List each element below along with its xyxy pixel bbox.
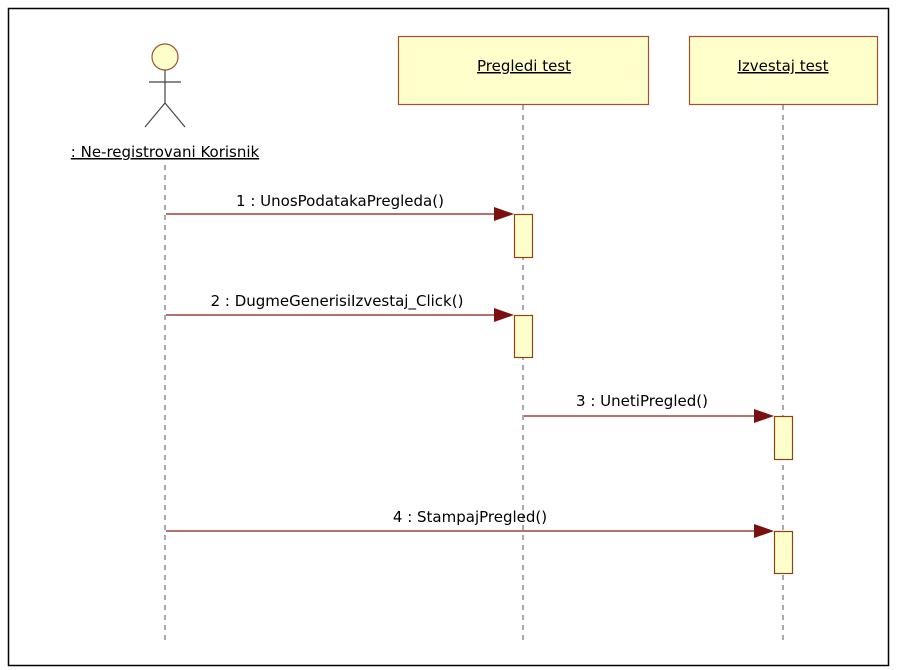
lifeline-izvestaj-test: Izvestaj test xyxy=(688,35,879,106)
message-4-label: 4 : StampajPregled() xyxy=(393,508,547,526)
message-4-arrowhead xyxy=(754,524,774,538)
activation-bar-4 xyxy=(773,530,794,575)
lifeline-label-izvestaj-test: Izvestaj test xyxy=(737,57,828,75)
message-1: 1 : UnosPodatakaPregleda() xyxy=(166,192,514,221)
lifeline-box-izvestaj-test xyxy=(688,35,879,106)
lifeline-pregledi-test: Pregledi test xyxy=(397,35,650,106)
actor: : Ne-registrovani Korisnik xyxy=(71,43,260,161)
diagram-frame xyxy=(7,7,890,667)
actor-right-leg xyxy=(164,102,186,128)
activation-bar-3 xyxy=(773,415,794,461)
actor-label: : Ne-registrovani Korisnik xyxy=(71,143,260,161)
message-1-label: 1 : UnosPodatakaPregleda() xyxy=(236,192,444,210)
message-2-label: 2 : DugmeGenerisiIzvestaj_Click() xyxy=(211,292,464,311)
message-3-label: 3 : UnetiPregled() xyxy=(576,392,708,410)
message-2-arrowhead xyxy=(494,308,514,322)
lifeline-box-pregledi-test xyxy=(397,35,650,106)
message-3-arrowhead xyxy=(754,409,774,423)
actor-head xyxy=(151,43,179,71)
message-1-arrowhead xyxy=(494,207,514,221)
message-2: 2 : DugmeGenerisiIzvestaj_Click() xyxy=(166,292,514,322)
actor-left-leg xyxy=(144,102,166,128)
message-4: 4 : StampajPregled() xyxy=(166,508,774,538)
activation-bar-1 xyxy=(513,213,534,259)
lifeline-label-pregledi-test: Pregledi test xyxy=(477,57,571,75)
message-3: 3 : UnetiPregled() xyxy=(524,392,774,423)
activation-bar-2 xyxy=(513,314,534,359)
